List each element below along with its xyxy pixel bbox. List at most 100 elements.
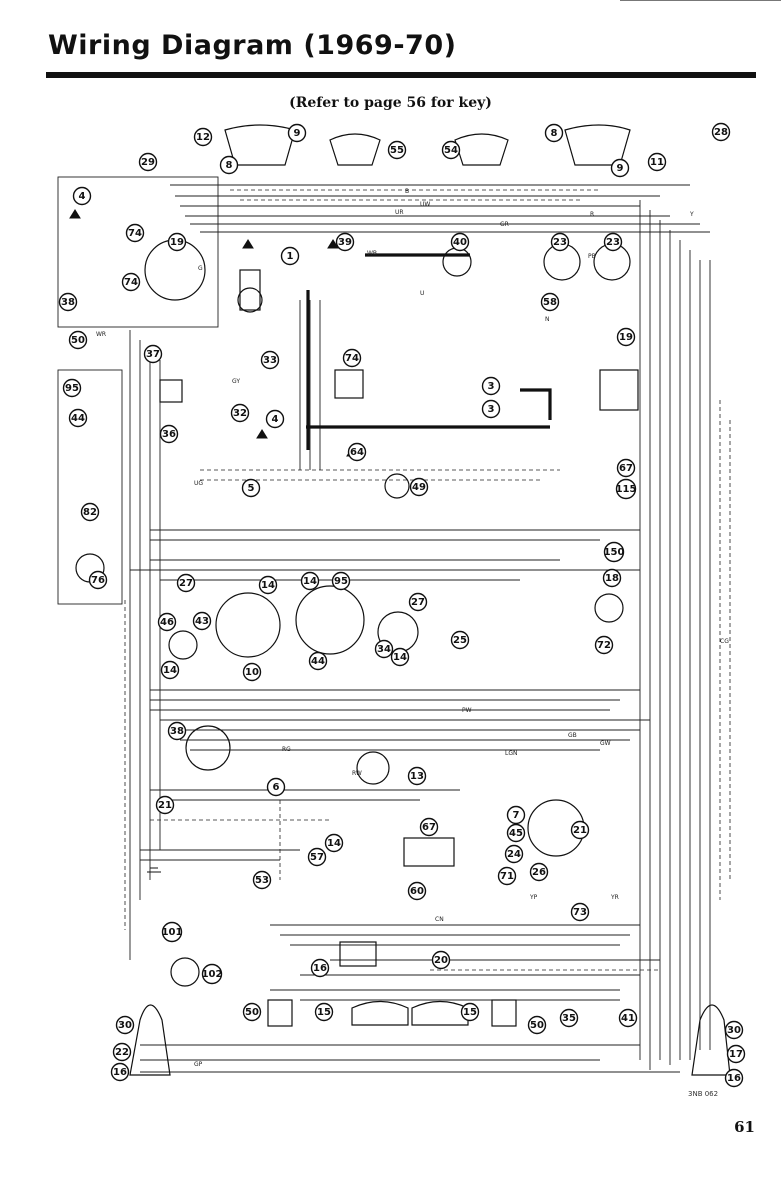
wire-label-ur: UR — [395, 209, 404, 216]
callout-43: 43 — [192, 611, 212, 631]
callout-49: 49 — [409, 477, 429, 497]
callout-95: 95 — [331, 571, 351, 591]
svg-text:38: 38 — [61, 297, 75, 308]
callout-64: 64 — [347, 442, 367, 462]
svg-text:46: 46 — [160, 617, 174, 628]
svg-text:22: 22 — [115, 1047, 129, 1058]
callout-95: 95 — [62, 378, 82, 398]
wire-label-wr: WR — [96, 331, 106, 338]
callout-15: 15 — [314, 1002, 334, 1022]
svg-text:150: 150 — [604, 547, 625, 558]
callout-11: 11 — [647, 152, 667, 172]
svg-text:17: 17 — [729, 1049, 743, 1060]
svg-text:50: 50 — [71, 335, 85, 346]
callout-12: 12 — [193, 127, 213, 147]
svg-text:14: 14 — [163, 665, 177, 676]
callout-27: 27 — [176, 573, 196, 593]
callout-5: 5 — [241, 478, 261, 498]
callout-4: 4 — [265, 409, 285, 429]
svg-text:27: 27 — [179, 578, 193, 589]
wire-label-pw: PW — [462, 707, 472, 714]
callout-26: 26 — [529, 862, 549, 882]
callout-20: 20 — [431, 950, 451, 970]
callout-14: 14 — [258, 575, 278, 595]
callout-150: 150 — [604, 541, 625, 563]
callout-34: 34 — [374, 639, 394, 659]
callout-16: 16 — [110, 1062, 130, 1082]
svg-text:24: 24 — [507, 849, 521, 860]
svg-text:4: 4 — [272, 414, 279, 425]
svg-text:60: 60 — [410, 886, 424, 897]
callout-21: 21 — [155, 795, 175, 815]
svg-text:36: 36 — [162, 429, 176, 440]
svg-text:71: 71 — [500, 871, 514, 882]
svg-text:8: 8 — [226, 160, 233, 171]
svg-text:53: 53 — [255, 875, 269, 886]
top-hairline — [620, 0, 781, 1]
callout-3: 3 — [481, 399, 501, 419]
callout-1: 1 — [280, 246, 300, 266]
svg-text:55: 55 — [390, 145, 404, 156]
callout-14: 14 — [160, 660, 180, 680]
callout-39: 39 — [335, 232, 355, 252]
svg-text:40: 40 — [453, 237, 467, 248]
svg-text:101: 101 — [162, 927, 183, 938]
svg-text:82: 82 — [83, 507, 97, 518]
callout-32: 32 — [230, 403, 250, 423]
svg-text:74: 74 — [345, 353, 359, 364]
callout-23: 23 — [603, 232, 623, 252]
svg-text:11: 11 — [650, 157, 664, 168]
panel-box-lower-left — [57, 369, 123, 605]
wire-label-cg: CG — [720, 638, 729, 645]
callout-35: 35 — [559, 1008, 579, 1028]
wire-label-g: G — [198, 265, 203, 272]
svg-text:16: 16 — [313, 963, 327, 974]
panel-box-upper-left — [57, 176, 219, 328]
callout-19: 19 — [167, 232, 187, 252]
callout-16: 16 — [724, 1068, 744, 1088]
callout-41: 41 — [618, 1008, 638, 1028]
svg-text:35: 35 — [562, 1013, 576, 1024]
callout-67: 67 — [616, 458, 636, 478]
callout-67: 67 — [419, 817, 439, 837]
callout-10: 10 — [242, 662, 262, 682]
callout-40: 40 — [450, 232, 470, 252]
callout-60: 60 — [407, 881, 427, 901]
svg-text:12: 12 — [196, 132, 210, 143]
callout-25: 25 — [450, 630, 470, 650]
wire-label-rg: RG — [282, 746, 291, 753]
wire-label-gw: GW — [600, 740, 611, 747]
callout-21: 21 — [570, 820, 590, 840]
callout-36: 36 — [159, 424, 179, 444]
callout-44: 44 — [68, 408, 88, 428]
wire-label-yp: YP — [529, 894, 538, 901]
svg-text:43: 43 — [195, 616, 209, 627]
callout-33: 33 — [260, 350, 280, 370]
callout-23: 23 — [550, 232, 570, 252]
wire-label-gy: GY — [232, 378, 240, 385]
svg-text:19: 19 — [170, 237, 184, 248]
callout-30: 30 — [724, 1020, 744, 1040]
callout-74: 74 — [125, 223, 145, 243]
svg-text:72: 72 — [597, 640, 611, 651]
svg-text:4: 4 — [79, 191, 86, 202]
svg-text:23: 23 — [606, 237, 620, 248]
svg-text:54: 54 — [444, 145, 458, 156]
callout-37: 37 — [143, 344, 163, 364]
callout-50: 50 — [527, 1015, 547, 1035]
svg-text:18: 18 — [605, 573, 619, 584]
wiring-lines — [57, 124, 731, 1076]
svg-text:41: 41 — [621, 1013, 635, 1024]
callout-7: 7 — [506, 805, 526, 825]
callout-82: 82 — [80, 502, 100, 522]
svg-text:26: 26 — [532, 867, 546, 878]
callout-9: 9 — [610, 158, 630, 178]
svg-text:74: 74 — [128, 228, 142, 239]
svg-text:33: 33 — [263, 355, 277, 366]
wire-label-ug: UG — [194, 480, 203, 487]
svg-text:25: 25 — [453, 635, 467, 646]
callout-13: 13 — [407, 766, 427, 786]
svg-text:10: 10 — [245, 667, 259, 678]
svg-text:76: 76 — [91, 575, 105, 586]
